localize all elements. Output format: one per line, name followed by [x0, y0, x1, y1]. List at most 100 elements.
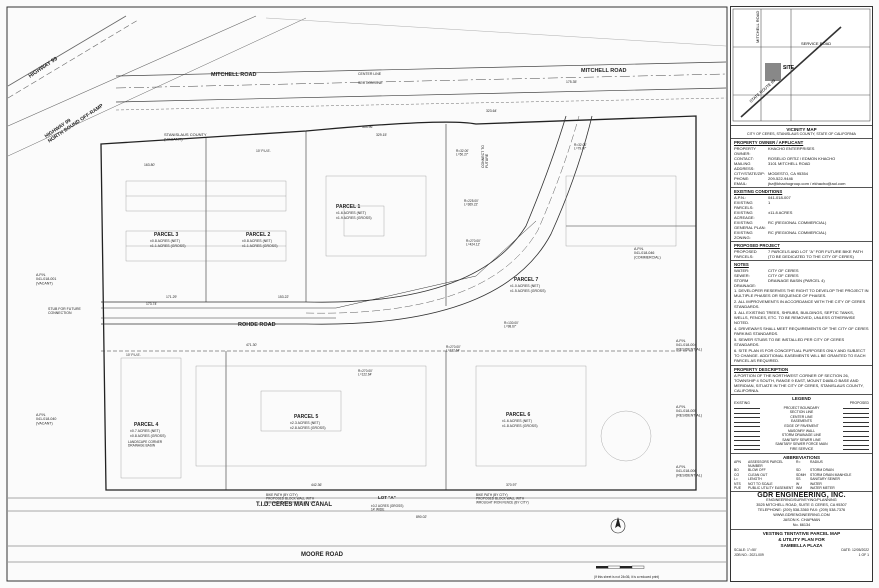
abbrev-cell: SDMH [796, 472, 806, 477]
proposed-title: PROPOSED PROJECT [734, 243, 780, 248]
dim-10: 471.30' [246, 343, 257, 347]
dim-14: 10' P.U.E. [126, 353, 141, 357]
parcel-7-label: PARCEL 7±1.0 ACRES (NET)±1.5 ACRES (GROS… [510, 277, 546, 293]
highway-99 [7, 15, 727, 157]
owner-key: CITY/STATE/ZIP: [734, 171, 765, 176]
svg-text:±1.6 ACRES (NET): ±1.6 ACRES (NET) [502, 419, 532, 423]
utility-value: CITY OF CERES [768, 268, 799, 273]
dim-5: 163.80' [144, 163, 155, 167]
svg-text:PARCEL 5: PARCEL 5 [294, 414, 318, 420]
parcel-5-label: PARCEL 5±2.3 ACRES (NET)±2.8 ACRES (GROS… [290, 414, 326, 430]
svg-text:±1.6 ACRES (NET): ±1.6 ACRES (NET) [336, 211, 366, 215]
engineer-stamp: JASON K. CHAPMAN No. 66134 [782, 518, 821, 528]
proposed-rows: PROPOSED PARCELS:7 PARCELS AND LOT "A" F… [734, 249, 869, 259]
label-lot-a: LOT "A" [378, 495, 396, 500]
utility-value: DRAINAGE BASIN (PARCEL 4) [768, 278, 825, 283]
dim-3: 329.15' [376, 133, 387, 137]
svg-text:±1.8 ACRES (GROSS): ±1.8 ACRES (GROSS) [502, 424, 538, 428]
legend-item: MASONRY WALL [734, 429, 869, 434]
note-item: 3. ALL EXISTING TREES, SHRUBS, BUILDINGS… [734, 310, 856, 325]
vicinity-mitchell-label: MITCHELL ROAD [755, 11, 760, 43]
parcel-6-label: PARCEL 6±1.6 ACRES (NET)±1.8 ACRES (GROS… [502, 412, 538, 428]
dim-2: 323.64' [486, 109, 497, 113]
existing-row: A.P.N.:041-018-007 [734, 195, 869, 200]
svg-text:PARCEL 7: PARCEL 7 [514, 277, 538, 283]
existing-key: EXISTING ZONING: [734, 230, 753, 240]
dim-6: 173.74' [146, 302, 157, 306]
abbrev-cell: R= [796, 459, 801, 464]
legend-proposed-label: PROPOSED [849, 401, 869, 405]
svg-text:±0.8 ACRES (GROSS): ±0.8 ACRES (GROSS) [130, 434, 166, 438]
parcel-4-label: PARCEL 4±0.7 ACRES (NET)±0.8 ACRES (GROS… [128, 422, 166, 448]
owner-row: MAILING ADDRESS: 3101 MITCHELL ROAD [734, 161, 869, 171]
label-mitchell-road-right: MITCHELL ROAD [581, 68, 626, 74]
abbrev-cell: ASSESSORS PARCEL NUMBER [748, 459, 784, 468]
legend-item: EASEMENTS [734, 419, 869, 424]
parcel-lines [101, 124, 696, 490]
parcel-1-label: PARCEL 1±1.6 ACRES (NET)±1.9 ACRES (GROS… [336, 204, 372, 220]
curve-1: R=225.00'L=369.22' [464, 199, 479, 207]
canal-and-moore [8, 497, 726, 563]
existing-row: EXISTING ZONING:RC (REGIONAL COMMERCIAL) [734, 230, 869, 240]
description-title: PROPERTY DESCRIPTION [734, 367, 789, 372]
abbrev-title: ABBREVIATIONS [783, 454, 820, 460]
note-item: 6. SITE PLAN IS FOR CONCEPTUAL PURPOSES … [734, 348, 866, 363]
vicinity-title: VICINITY MAP [786, 127, 817, 132]
existing-row: EXISTING PARCELS:1 [734, 200, 869, 210]
label-moore-road: MOORE ROAD [301, 552, 344, 558]
owner-key: MAILING ADDRESS: [734, 161, 755, 171]
existing-value: ±11.8 ACRES [768, 210, 793, 215]
note-item: 2. ALL IMPROVEMENTS IN ACCORDANCE WITH T… [734, 299, 866, 309]
note-item: 1. DEVELOPER RESERVES THE RIGHT TO DEVEL… [734, 288, 869, 298]
utility-row: SEWER:CITY OF CERES [734, 273, 869, 278]
abbrev-cell: APN [734, 459, 741, 464]
sheet-number: 1 OF 1 [858, 552, 869, 557]
sheet-title-block: VESTING TENTATIVE PARCEL MAP & UTILITY P… [731, 529, 872, 558]
sheet-date: DATE: 12/05/2022 [841, 548, 869, 553]
owner-section: PROPERTY OWNER / APPLICANT PROPERTY OWNE… [731, 138, 872, 187]
notes-title: NOTES [734, 262, 749, 267]
abbrev-cell: W [796, 481, 800, 486]
legend-item: EDGE OF PAVEMENT [734, 424, 869, 429]
owner-value: 3101 MITCHELL ROAD [768, 161, 811, 166]
owner-row: CITY/STATE/ZIP:MODESTO, CA 95354 [734, 171, 869, 176]
label-stanislaus: STANISLAUS COUNTY(VACANT) [164, 132, 207, 142]
apn-041-018-005: A.P.N.041-018-005(RESIDENTIAL) [676, 405, 702, 417]
owner-value: ROSELIO ORTIZ / EDMON KHACHO [768, 156, 836, 161]
abbrev-cell: LENGTH [748, 477, 762, 482]
svg-text:PARCEL 4: PARCEL 4 [134, 422, 158, 428]
sheet-job: JOB NO.: 2021-009 [734, 552, 764, 557]
svg-text:±2.8 ACRES (GROSS): ±2.8 ACRES (GROSS) [290, 426, 326, 430]
firm-phone: TELEPHONE: (209) 538-3360 FAX: (209) 538… [757, 508, 846, 513]
mitchell-road [115, 61, 727, 111]
note-item: 5. SEWER STUBS TO BE INSTALLED PER CITY … [734, 337, 845, 347]
parking-stalls [120, 175, 677, 479]
vicinity-service-label: SERVICE ROAD [801, 41, 831, 46]
utility-row: STORM DRAINAGE: DRAINAGE BASIN (PARCEL 4) [734, 278, 869, 288]
existing-value: 041-018-007 [768, 195, 791, 200]
dim-7: 370.97' [506, 483, 517, 487]
owner-key: CONTACT: [734, 156, 754, 161]
parcel-2-label: PARCEL 2±0.8 ACRES (NET)±1.1 ACRES (GROS… [242, 232, 278, 248]
vicinity-caption: VICINITY MAP CITY OF CERES, STANISLAUS C… [731, 125, 872, 138]
proposed-row: PROPOSED PARCELS:7 PARCELS AND LOT "A" F… [734, 249, 869, 259]
dim-9: 890.02' [416, 515, 427, 519]
vicinity-subtitle: CITY OF CERES, STANISLAUS COUNTY, STATE … [747, 132, 856, 136]
svg-text:±2.3 ACRES (NET): ±2.3 ACRES (NET) [290, 421, 320, 425]
proposed-section: PROPOSED PROJECT PROPOSED PARCELS:7 PARC… [731, 241, 872, 260]
legend-item: PROJECT BOUNDARY [734, 406, 869, 411]
utility-key: STORM DRAINAGE: [734, 278, 757, 288]
site-plan-drawing: HIGHWAY 99 HIGHWAY 99NORTH BOUND OFF-RAM… [6, 6, 728, 582]
existing-key: EXISTING GENERAL PLAN: [734, 220, 766, 230]
dim-4: 304.96' [362, 125, 373, 129]
label-rohde-road: ROHDE ROAD [238, 322, 276, 328]
abbrev-cell: WATER METER [810, 485, 835, 490]
apn-041-018-040: A.P.N.041-018-040(VACANT) [36, 413, 56, 425]
label-connect: CONNECT TOFUTURE [481, 145, 489, 168]
